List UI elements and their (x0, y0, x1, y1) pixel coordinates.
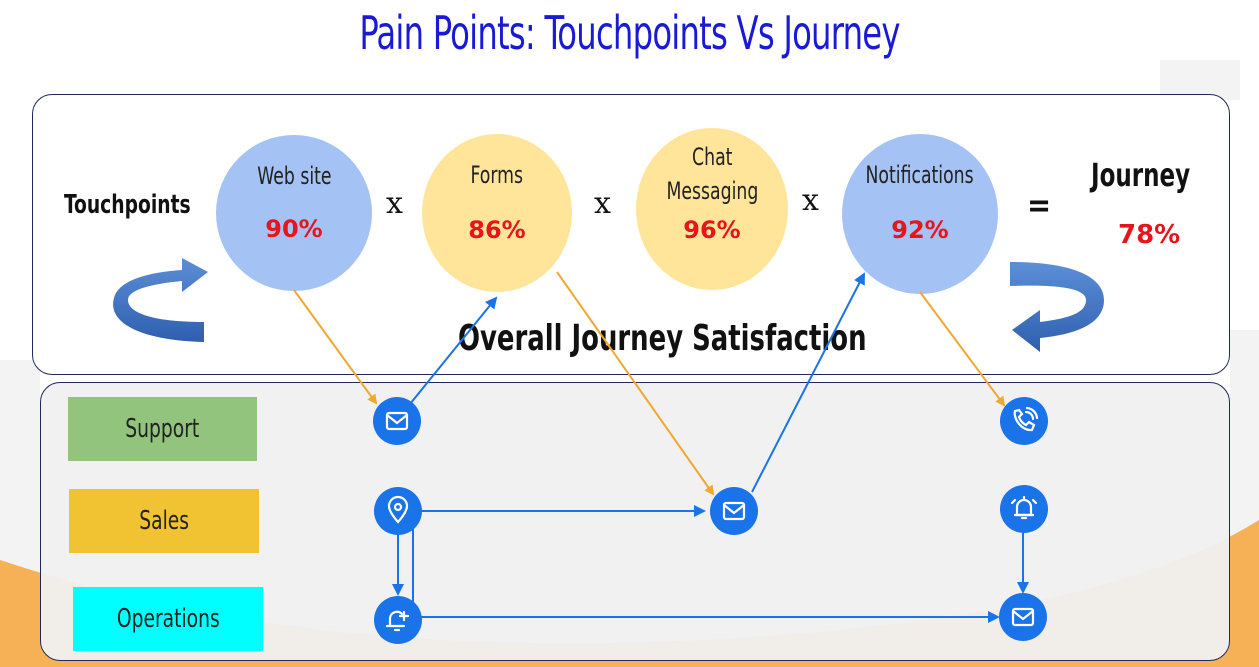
touchpoint-website-value: 90% (265, 215, 323, 243)
phone-icon (1013, 406, 1039, 432)
touchpoint-chat-name-2: Messaging (666, 177, 758, 205)
touchpoint-notifications-name: Notifications (865, 161, 975, 189)
touchpoint-chat-value: 96% (683, 216, 741, 244)
mail-icon (385, 411, 409, 431)
connector-support-mail-to-forms (409, 296, 498, 405)
multiply-operator-1: x (386, 186, 403, 221)
department-operations: Operations (73, 587, 263, 651)
mail-icon (722, 501, 746, 521)
touchpoints-label: Touchpoints (64, 190, 191, 220)
touchpoint-notifications: Notifications 92% (842, 134, 998, 294)
page-title: Pain Points: Touchpoints Vs Journey (359, 6, 900, 60)
touchpoint-chat-name-1: Chat (691, 143, 733, 171)
touchpoint-forms-value: 86% (468, 216, 526, 244)
cycle-arrow-right-icon (1010, 262, 1104, 352)
alarm-icon (1010, 495, 1038, 520)
touchpoint-forms-name: Forms (470, 161, 524, 189)
node-support-phone[interactable] (1000, 397, 1048, 445)
node-ops-bell[interactable] (374, 596, 422, 644)
journey-label: Journey (1091, 156, 1191, 194)
location-pin-icon (387, 495, 409, 524)
equals-operator: = (1027, 186, 1052, 224)
department-operations-label: Operations (116, 604, 220, 634)
touchpoint-notifications-value: 92% (891, 216, 949, 244)
touchpoint-forms: Forms 86% (422, 134, 572, 292)
multiply-operator-2: x (594, 186, 611, 221)
touchpoint-website-name: Web site (256, 162, 332, 190)
node-support-mail[interactable] (373, 397, 421, 445)
node-sales-location[interactable] (374, 487, 422, 535)
cycle-arrow-left-icon (113, 258, 208, 342)
overall-satisfaction-label: Overall Journey Satisfaction (458, 318, 867, 359)
touchpoint-chat: Chat Messaging 96% (636, 128, 788, 290)
journey-value: 78% (1118, 220, 1181, 250)
connector-forms-to-sales-mail (556, 271, 715, 496)
department-support-label: Support (125, 414, 200, 444)
department-support: Support (68, 397, 257, 461)
node-ops-mail[interactable] (999, 593, 1047, 641)
department-sales-label: Sales (139, 506, 189, 536)
multiply-operator-3: x (802, 183, 819, 218)
department-sales: Sales (69, 489, 259, 553)
touchpoint-website: Web site 90% (216, 135, 372, 291)
mail-icon (1011, 607, 1035, 627)
node-sales-mail[interactable] (710, 487, 758, 535)
connector-sales-mail-to-notifications (751, 272, 865, 493)
node-sales-alarm[interactable] (1000, 485, 1048, 533)
connector-notifications-to-phone (919, 291, 1006, 407)
connector-website-to-support-mail (293, 289, 378, 405)
bell-plus-icon (385, 610, 410, 632)
